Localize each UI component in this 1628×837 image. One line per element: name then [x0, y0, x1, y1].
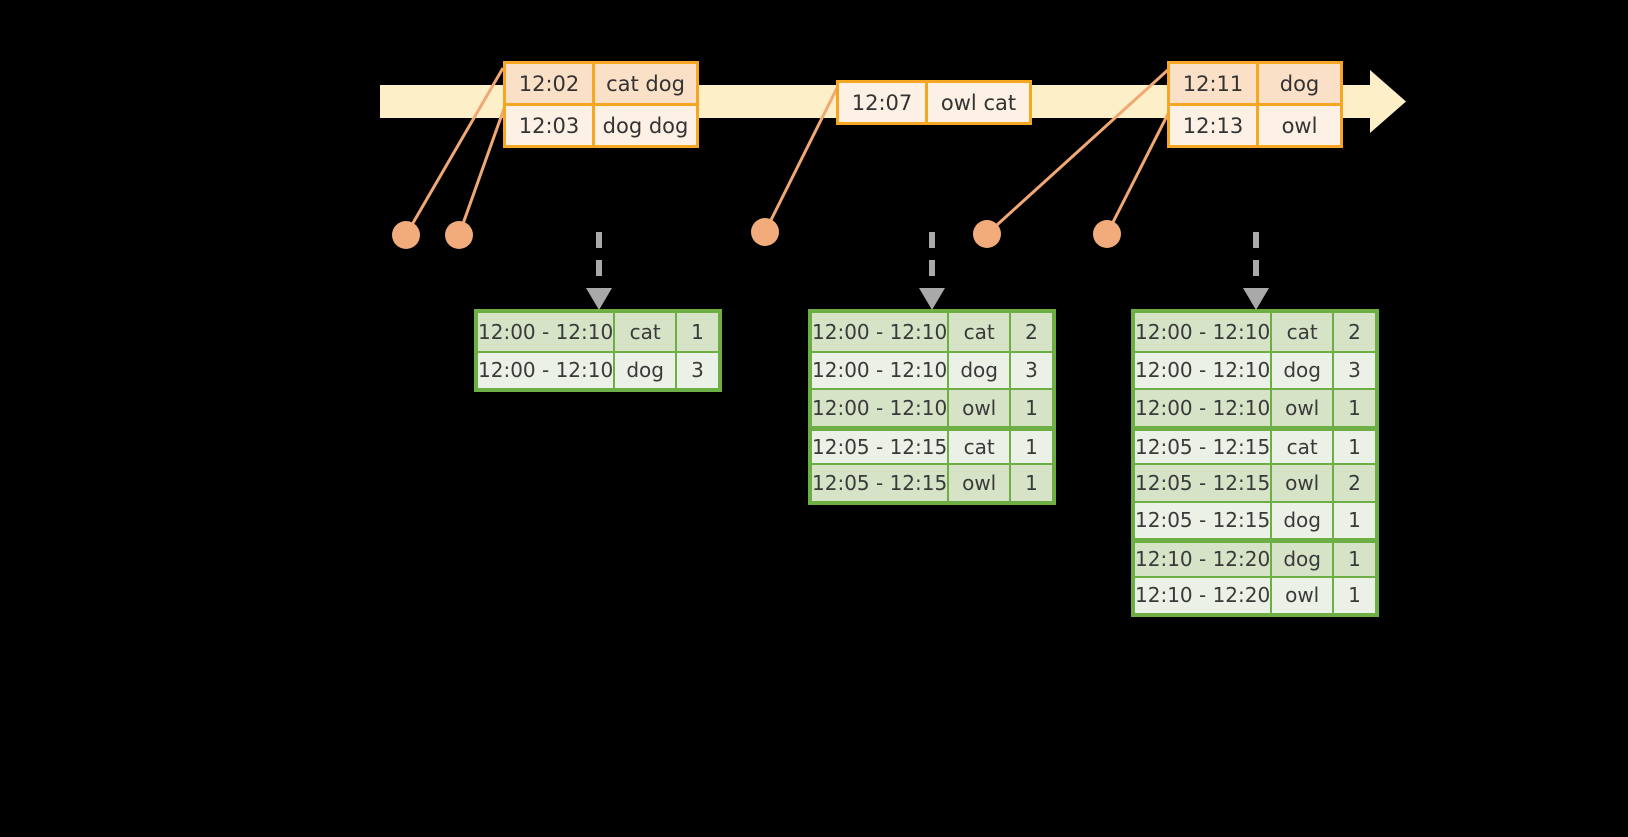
timeline-arrowhead — [1370, 70, 1406, 133]
key-cell: cat — [947, 313, 1010, 351]
count-cell: 1 — [1332, 502, 1375, 538]
connector-line — [457, 102, 508, 236]
count-cell: 1 — [1332, 430, 1375, 463]
count-cell: 2 — [1332, 465, 1375, 501]
key-cell: owl — [1270, 577, 1333, 613]
event-dot — [751, 218, 779, 246]
dashed-arrow-head — [919, 288, 945, 310]
key-cell: cat — [1270, 430, 1333, 463]
count-cell: 1 — [1332, 543, 1375, 576]
window-cell: 12:05 - 12:15 — [1135, 502, 1271, 538]
window-cell: 12:00 - 12:10 — [478, 352, 614, 388]
dashed-arrow-head — [586, 288, 612, 310]
key-cell: cat — [613, 313, 676, 351]
event-dot — [973, 220, 1001, 248]
key-cell: dog — [947, 352, 1010, 388]
count-cell: 1 — [1332, 390, 1375, 426]
event-dots — [392, 218, 1121, 249]
count-cell: 1 — [675, 313, 718, 351]
event-timestamp: 12:03 — [506, 106, 592, 145]
event-timestamp: 12:11 — [1170, 64, 1256, 103]
dashed-arrows — [586, 232, 1269, 310]
key-cell: dog — [1270, 502, 1333, 538]
count-cell: 2 — [1009, 313, 1052, 351]
count-cell: 1 — [1332, 577, 1375, 613]
window-cell: 12:05 - 12:15 — [1135, 465, 1271, 501]
key-cell: owl — [947, 390, 1010, 426]
connector-line — [763, 85, 840, 233]
window-cell: 12:10 - 12:20 — [1135, 577, 1271, 613]
count-cell: 3 — [1009, 352, 1052, 388]
event-timestamp: 12:02 — [506, 64, 592, 103]
count-cell: 3 — [675, 352, 718, 388]
key-cell: owl — [1270, 465, 1333, 501]
window-cell: 12:00 - 12:10 — [1135, 390, 1271, 426]
window-cell: 12:10 - 12:20 — [1135, 543, 1271, 576]
event-payload: dog dog — [592, 106, 696, 145]
window-cell: 12:05 - 12:15 — [812, 430, 948, 463]
window-cell: 12:00 - 12:10 — [812, 313, 948, 351]
count-cell: 1 — [1009, 465, 1052, 501]
key-cell: dog — [1270, 543, 1333, 576]
count-cell: 2 — [1332, 313, 1375, 351]
window-cell: 12:00 - 12:10 — [1135, 352, 1271, 388]
key-cell: dog — [613, 352, 676, 388]
count-cell: 1 — [1009, 390, 1052, 426]
event-payload: dog — [1256, 64, 1340, 103]
window-cell: 12:00 - 12:10 — [478, 313, 614, 351]
connector-line — [404, 67, 505, 236]
window-cell: 12:05 - 12:15 — [812, 465, 948, 501]
key-cell: cat — [1270, 313, 1333, 351]
key-cell: owl — [1270, 390, 1333, 426]
key-cell: cat — [947, 430, 1010, 463]
event-payload: owl — [1256, 106, 1340, 145]
event-dot — [392, 221, 420, 249]
key-cell: owl — [947, 465, 1010, 501]
event-timestamp: 12:13 — [1170, 106, 1256, 145]
event-dot — [445, 221, 473, 249]
dashed-arrow-head — [1243, 288, 1269, 310]
count-cell: 1 — [1009, 430, 1052, 463]
window-cell: 12:00 - 12:10 — [812, 390, 948, 426]
window-cell: 12:00 - 12:10 — [812, 352, 948, 388]
count-cell: 3 — [1332, 352, 1375, 388]
event-payload: cat dog — [592, 64, 696, 103]
event-timestamp: 12:07 — [839, 83, 925, 122]
key-cell: dog — [1270, 352, 1333, 388]
window-cell: 12:05 - 12:15 — [1135, 430, 1271, 463]
window-cell: 12:00 - 12:10 — [1135, 313, 1271, 351]
event-payload: owl cat — [925, 83, 1029, 122]
connector-line — [1105, 105, 1174, 235]
event-dot — [1093, 220, 1121, 248]
